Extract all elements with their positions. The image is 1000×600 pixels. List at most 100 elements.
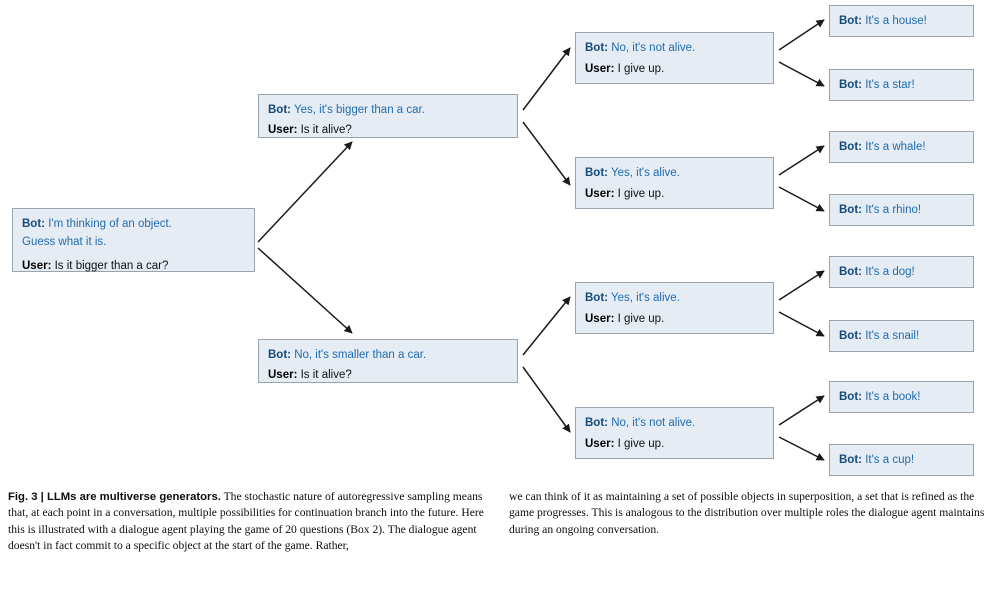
user-label: User: (585, 313, 615, 326)
bot-label: Bot: (268, 349, 291, 361)
l2-1-bot-text: Yes, it's alive. (611, 167, 680, 179)
user-label: User: (585, 438, 615, 451)
bot-label: Bot: (839, 265, 862, 278)
arrow-alive2-to-dog (778, 270, 825, 301)
l2-2-user-line: User: I give up. (585, 311, 764, 327)
arrow-bigger-to-alive (522, 121, 571, 186)
leaf-2-text: It's a whale! (865, 140, 926, 153)
node-root[interactable]: Bot: I'm thinking of an object. Guess wh… (12, 208, 255, 272)
l2-3-bot-line: Bot: No, it's not alive. (585, 415, 764, 431)
leaf-7-line: Bot: It's a cup! (839, 452, 914, 468)
bot-label: Bot: (839, 203, 862, 216)
bot-label: Bot: (839, 14, 862, 27)
leaf-4-text: It's a dog! (865, 265, 915, 278)
node-alive-bottom[interactable]: Bot: Yes, it's alive. User: I give up. (575, 282, 774, 334)
l2-2-bot-line: Bot: Yes, it's alive. (585, 290, 764, 306)
arrow-notalive2-to-book (778, 395, 825, 426)
arrow-root-to-yes-bigger (257, 141, 353, 243)
bot-label: Bot: (585, 417, 608, 429)
l2-2-bot-text: Yes, it's alive. (611, 292, 680, 304)
arrow-smaller-to-notalive (522, 366, 571, 433)
l1-0-user-text: Is it alive? (300, 124, 352, 137)
leaf-5-text: It's a snail! (865, 329, 920, 342)
bot-label: Bot: (585, 292, 608, 304)
bot-label: Bot: (839, 140, 862, 153)
arrow-smaller-to-alive (522, 296, 571, 356)
l1-1-bot-line: Bot: No, it's smaller than a car. (268, 347, 508, 363)
caption-column-left: Fig. 3 | LLMs are multiverse generators.… (8, 489, 491, 594)
arrow-alive2-to-snail (778, 311, 825, 337)
leaf-book[interactable]: Bot: It's a book! (829, 381, 974, 413)
node-smaller-than-car[interactable]: Bot: No, it's smaller than a car. User: … (258, 339, 518, 383)
figure-separator: | (37, 491, 47, 503)
leaf-6-text: It's a book! (865, 390, 921, 403)
leaf-cup[interactable]: Bot: It's a cup! (829, 444, 974, 476)
figure-title: LLMs are multiverse generators. (46, 491, 221, 503)
l2-0-user-line: User: I give up. (585, 61, 764, 77)
caption-text-left: The stochastic nature of autoregressive … (8, 490, 484, 553)
l1-1-user-text: Is it alive? (300, 369, 352, 382)
arrow-alive-to-whale (778, 145, 825, 176)
leaf-star[interactable]: Bot: It's a star! (829, 69, 974, 101)
leaf-rhino[interactable]: Bot: It's a rhino! (829, 194, 974, 226)
root-bot-text-1: I'm thinking of an object. (48, 218, 172, 230)
l2-3-bot-text: No, it's not alive. (611, 417, 696, 429)
caption-column-right: we can think of it as maintaining a set … (509, 489, 992, 594)
user-label: User: (22, 259, 52, 272)
leaf-1-line: Bot: It's a star! (839, 77, 915, 93)
figure-diagram: Bot: I'm thinking of an object. Guess wh… (12, 5, 974, 476)
l2-1-user-line: User: I give up. (585, 186, 764, 202)
leaf-0-text: It's a house! (865, 14, 927, 27)
l2-3-user-line: User: I give up. (585, 436, 764, 452)
arrow-root-to-no-smaller (257, 247, 353, 334)
user-label: User: (268, 369, 298, 382)
root-bot-line-1: Bot: I'm thinking of an object. (22, 216, 245, 232)
bot-label: Bot: (839, 329, 862, 342)
leaf-snail[interactable]: Bot: It's a snail! (829, 320, 974, 352)
bot-label: Bot: (585, 42, 608, 54)
bot-label: Bot: (839, 390, 862, 403)
l1-0-bot-line: Bot: Yes, it's bigger than a car. (268, 102, 508, 118)
leaf-2-line: Bot: It's a whale! (839, 139, 926, 155)
l2-1-bot-line: Bot: Yes, it's alive. (585, 165, 764, 181)
l1-0-user-line: User: Is it alive? (268, 122, 508, 138)
leaf-whale[interactable]: Bot: It's a whale! (829, 131, 974, 163)
figure-caption: Fig. 3 | LLMs are multiverse generators.… (8, 489, 992, 594)
bot-label: Bot: (839, 78, 862, 91)
arrow-bigger-to-notalive (522, 47, 571, 111)
l2-0-bot-line: Bot: No, it's not alive. (585, 40, 764, 56)
bot-label: Bot: (22, 218, 45, 230)
l2-2-user-text: I give up. (617, 313, 665, 326)
node-bigger-than-car[interactable]: Bot: Yes, it's bigger than a car. User: … (258, 94, 518, 138)
leaf-house[interactable]: Bot: It's a house! (829, 5, 974, 37)
user-label: User: (585, 63, 615, 76)
node-not-alive-bottom[interactable]: Bot: No, it's not alive. User: I give up… (575, 407, 774, 459)
l2-1-user-text: I give up. (617, 188, 665, 201)
caption-text-right: we can think of it as maintaining a set … (509, 490, 985, 536)
l2-3-user-text: I give up. (617, 438, 665, 451)
node-not-alive-top[interactable]: Bot: No, it's not alive. User: I give up… (575, 32, 774, 84)
root-user-line: User: Is it bigger than a car? (22, 258, 245, 274)
root-user-text: Is it bigger than a car? (54, 259, 169, 272)
leaf-3-text: It's a rhino! (865, 203, 922, 216)
arrow-notalive-to-house (778, 19, 825, 51)
l2-0-user-text: I give up. (617, 63, 665, 76)
leaf-5-line: Bot: It's a snail! (839, 328, 919, 344)
leaf-4-line: Bot: It's a dog! (839, 264, 915, 280)
leaf-6-line: Bot: It's a book! (839, 389, 920, 405)
leaf-0-line: Bot: It's a house! (839, 13, 927, 29)
leaf-3-line: Bot: It's a rhino! (839, 202, 921, 218)
node-alive-top[interactable]: Bot: Yes, it's alive. User: I give up. (575, 157, 774, 209)
bot-label: Bot: (268, 104, 291, 116)
arrow-notalive2-to-cup (778, 436, 825, 461)
bot-label: Bot: (585, 167, 608, 179)
user-label: User: (585, 188, 615, 201)
leaf-1-text: It's a star! (865, 78, 915, 91)
root-bot-line-2: Guess what it is. (22, 234, 245, 250)
leaf-7-text: It's a cup! (865, 453, 915, 466)
leaf-dog[interactable]: Bot: It's a dog! (829, 256, 974, 288)
arrow-notalive-to-star (778, 61, 825, 87)
root-bot-text-2: Guess what it is. (22, 236, 107, 249)
bot-label: Bot: (839, 453, 862, 466)
l1-1-user-line: User: Is it alive? (268, 367, 508, 383)
